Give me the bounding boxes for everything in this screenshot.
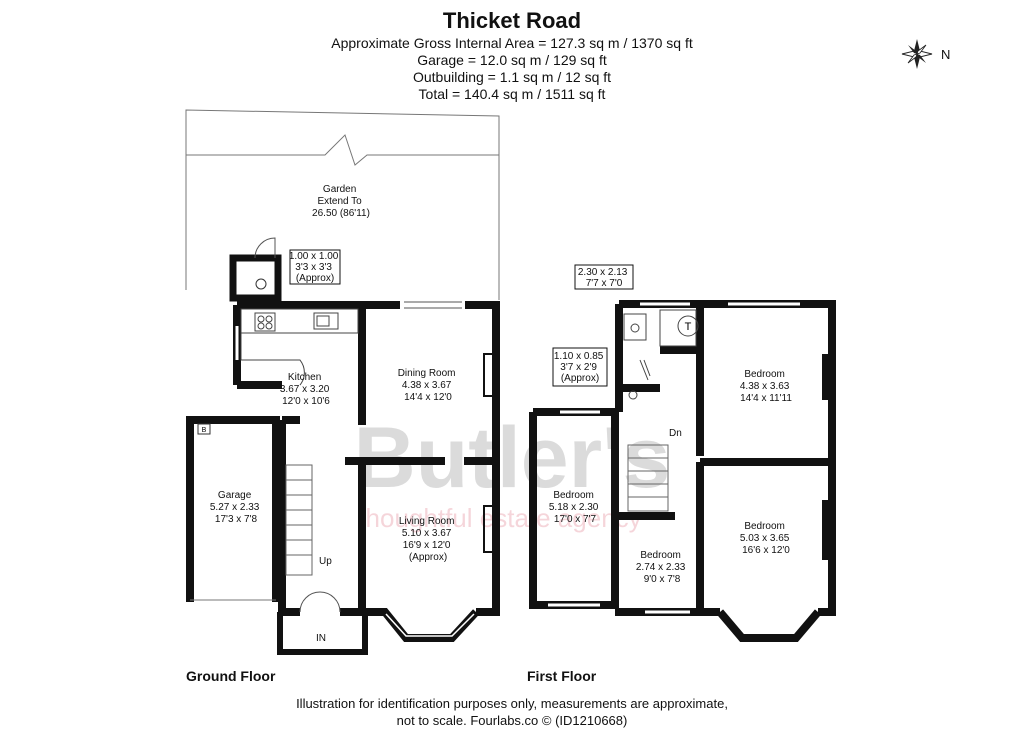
first-windows (548, 302, 800, 614)
bedroom-right-label: Bedroom 5.03 x 3.65 16'6 x 12'0 (740, 521, 792, 556)
boiler-mark: B (202, 427, 207, 434)
tank-mark: T (685, 321, 692, 333)
garage-area-line: Garage = 12.0 sq m / 129 sq ft (417, 52, 607, 68)
ground-floor-label: Ground Floor (186, 668, 276, 684)
garage-label: Garage 5.27 x 2.33 17'3 x 7'8 (210, 490, 262, 525)
gross-area-line: Approximate Gross Internal Area = 127.3 … (331, 35, 693, 51)
plan-title: Thicket Road (442, 8, 582, 33)
disclaimer-line-1: Illustration for identification purposes… (296, 696, 728, 711)
first-floor-plan: T Dn 2.30 x 2.13 7'7 x 7'0 1.10 x 0.85 3… (483, 264, 836, 642)
total-area-line: Total = 140.4 sq m / 1511 sq ft (418, 86, 606, 102)
svg-text:1.00 x 1.00 3'3 x 3'3: 1.00 x 1.00 3'3 x 3'3 (Approx) (289, 251, 341, 284)
svg-text:2.30 x 2.13 7'7 x 7'0: 2.30 x 2.13 7'7 x 7'0 (578, 267, 630, 289)
window-frames (404, 301, 462, 309)
outbuilding-area-line: Outbuilding = 1.1 sq m / 12 sq ft (412, 69, 612, 85)
compass-icon: N (901, 39, 950, 69)
stairs-down-label: Dn (669, 428, 682, 439)
disclaimer: Illustration for identification purposes… (0, 695, 1024, 729)
chimney-breast-top (822, 354, 832, 400)
kitchen-units (240, 308, 359, 386)
compass-north-label: N (941, 47, 950, 62)
bedroom-small-label: Bedroom 2.74 x 2.33 9'0 x 7'8 (636, 550, 688, 585)
entrance-porch (277, 612, 368, 655)
chimney-breast-right (822, 500, 832, 560)
dining-room-label: Dining Room 4.38 x 3.67 14'4 x 12'0 (398, 368, 459, 403)
living-room-label: Living Room 5.10 x 3.67 16'9 x 12'0 (App… (399, 516, 457, 563)
garden-area (185, 109, 500, 300)
boiler-box (197, 423, 211, 435)
first-floor-walls (529, 300, 836, 616)
bedroom-bay (716, 609, 822, 642)
ground-floor-plan: B Garden Extend To 26.50 (86'11) 1.00 x … (185, 109, 500, 655)
ground-floor-walls (233, 301, 500, 616)
living-room-bay (362, 608, 479, 642)
disclaimer-line-2: not to scale. Fourlabs.co © (ID1210668) (396, 713, 628, 728)
stairs-up-label: Up (319, 556, 332, 567)
wc-label-box: 1.10 x 0.85 3'7 x 2'9 (Approx) (552, 347, 608, 387)
entrance-door (299, 591, 341, 613)
garden-label: Garden Extend To 26.50 (86'11) (312, 184, 370, 219)
ground-stairs (285, 464, 313, 576)
first-stairs (627, 444, 669, 512)
garage (186, 416, 280, 602)
chimney-dining (483, 353, 497, 397)
bathroom-label-box: 2.30 x 2.13 7'7 x 7'0 (574, 264, 634, 290)
outbuilding-label-box: 1.00 x 1.00 3'3 x 3'3 (Approx) (289, 249, 341, 285)
first-floor-label: First Floor (527, 668, 597, 684)
chimney-living (483, 505, 497, 553)
kitchen-label: Kitchen 3.67 x 3.20 12'0 x 10'6 (280, 372, 332, 407)
entrance-label: IN (316, 633, 326, 644)
bedroom-top-label: Bedroom 4.38 x 3.63 14'4 x 11'11 (740, 369, 792, 404)
bathroom-fixtures (623, 309, 699, 400)
outbuilding (229, 237, 282, 302)
svg-text:1.10 x 0.85 3'7 x 2'9: 1.10 x 0.85 3'7 x 2'9 (Approx) (554, 351, 606, 384)
bedroom-left-label: Bedroom 5.18 x 2.30 17'0 x 7'7 (549, 490, 601, 525)
ground-windows (235, 303, 462, 642)
